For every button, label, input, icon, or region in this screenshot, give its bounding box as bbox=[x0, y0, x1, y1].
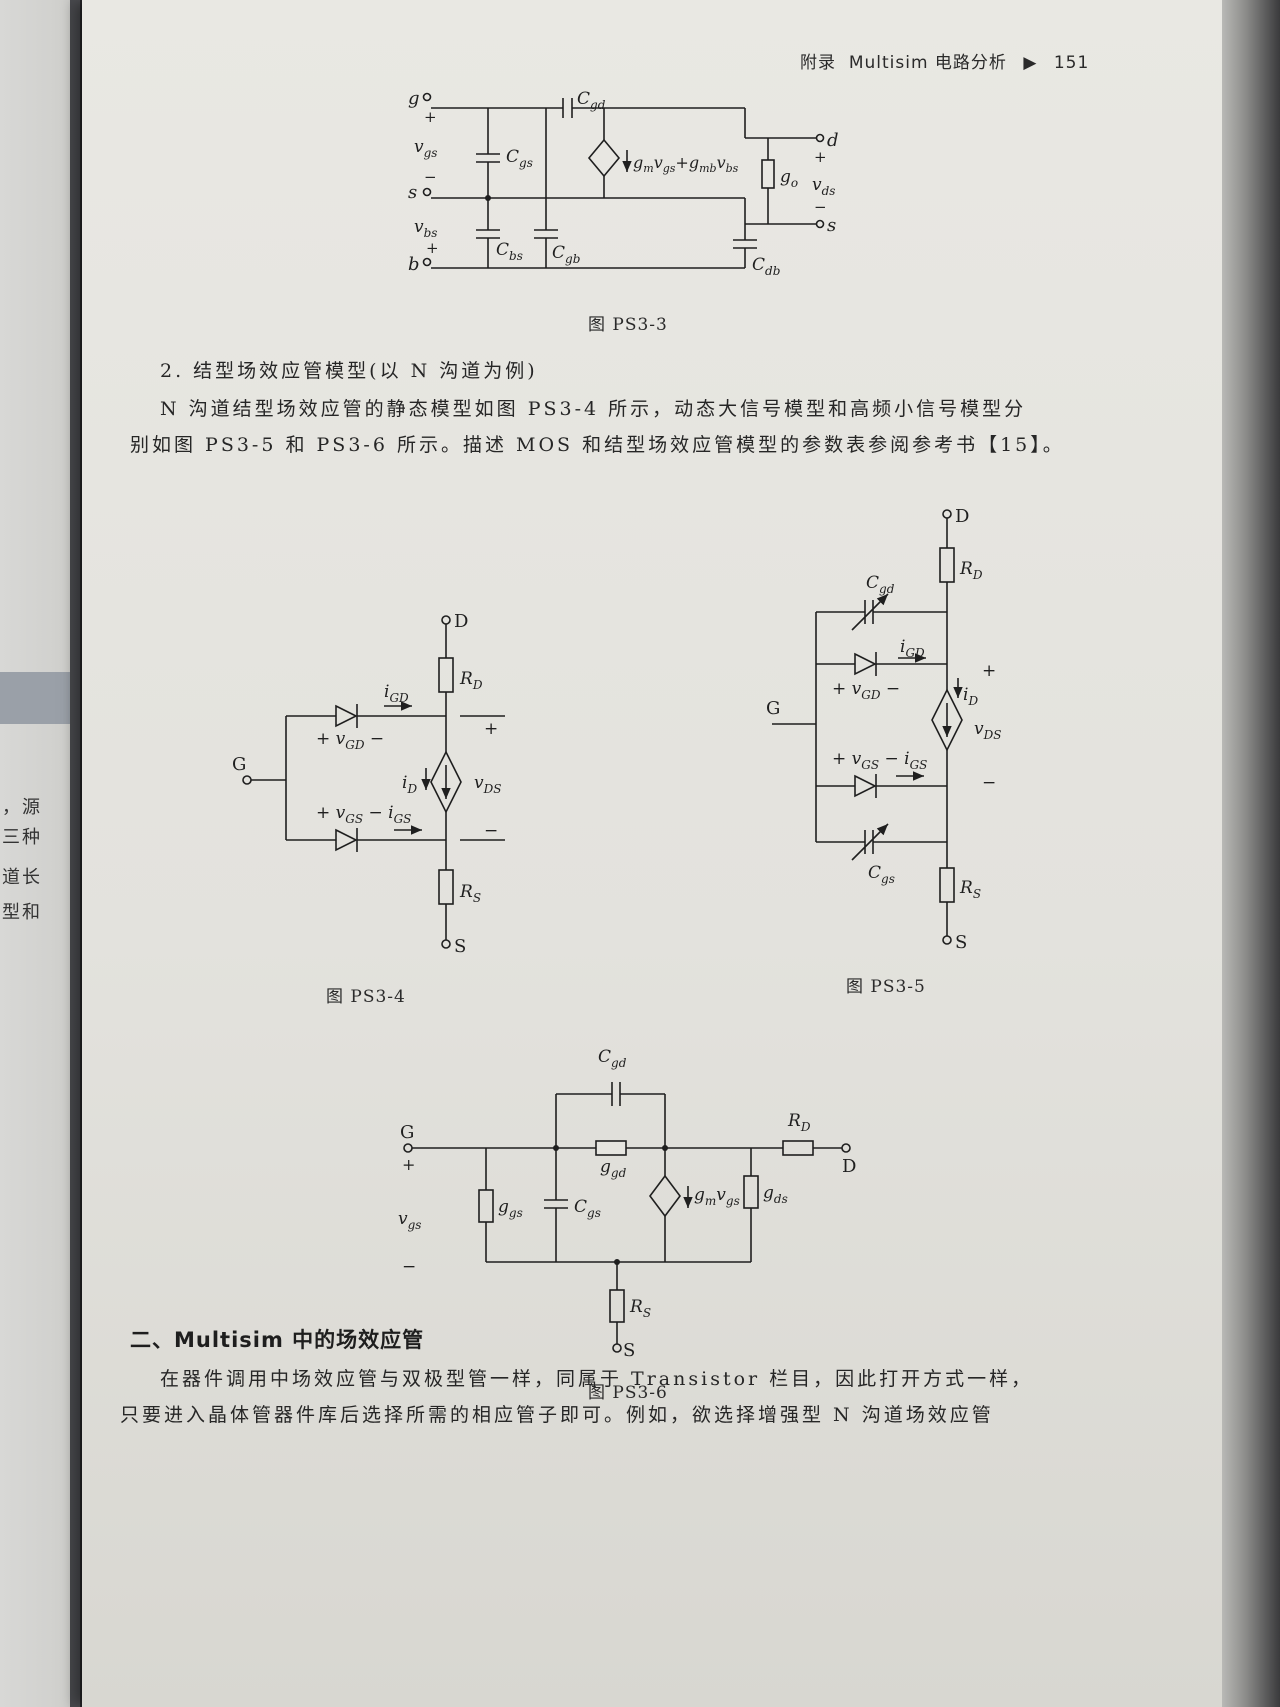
svg-text:gmvgs+gmbvbs: gmvgs+gmbvbs bbox=[633, 153, 739, 175]
svg-text:Cgs: Cgs bbox=[868, 863, 895, 886]
svg-text:Cgd: Cgd bbox=[866, 573, 895, 596]
part-heading: 二、Multisim 中的场效应管 bbox=[130, 1328, 425, 1352]
svg-text:RD: RD bbox=[959, 559, 983, 582]
svg-text:RD: RD bbox=[459, 669, 483, 692]
svg-text:iD: iD bbox=[402, 773, 417, 796]
svg-text:Cgd: Cgd bbox=[598, 1047, 627, 1070]
figure-ps3-3: g + vgs − s vbs + b d + vds − s Cgd Cgs bbox=[408, 88, 839, 278]
page-tab-band bbox=[0, 672, 70, 724]
svg-text:+: + bbox=[426, 239, 439, 257]
svg-text:D: D bbox=[842, 1156, 856, 1177]
svg-text:Cgd: Cgd bbox=[577, 89, 606, 112]
figure-caption-ps3-3: 图 PS3-3 bbox=[588, 315, 668, 335]
left-page-fragment: 三种 bbox=[2, 827, 42, 848]
body-line: 别如图 PS3-5 和 PS3-6 所示。描述 MOS 和结型场效应管模型的参数… bbox=[130, 434, 1065, 456]
svg-text:+ vGS − iGS: + vGS − iGS bbox=[832, 749, 927, 772]
svg-text:−: − bbox=[402, 1257, 416, 1277]
svg-text:gmvgs: gmvgs bbox=[694, 1185, 740, 1208]
svg-text:iGD: iGD bbox=[384, 682, 409, 705]
svg-text:s: s bbox=[827, 215, 836, 236]
book-page bbox=[82, 0, 1222, 1707]
left-page-fragment: 道长 bbox=[2, 867, 42, 888]
svg-text:+ vGD −: + vGD − bbox=[832, 679, 900, 702]
svg-text:s: s bbox=[408, 182, 417, 203]
body-line: 只要进入晶体管器件库后选择所需的相应管子即可。例如，欲选择增强型 N 沟道场效应… bbox=[120, 1404, 994, 1426]
svg-text:Cgs: Cgs bbox=[574, 1197, 601, 1220]
figure-caption-ps3-6: 图 PS3-6 bbox=[588, 1383, 668, 1403]
svg-text:Cgs: Cgs bbox=[506, 147, 533, 170]
svg-text:ggs: ggs bbox=[498, 1197, 523, 1220]
figure-ps3-4: D RD iD RS S G iGD + vGD − + vGS − iGS bbox=[232, 611, 505, 957]
svg-text:+: + bbox=[814, 148, 827, 166]
running-head-section: 附录 bbox=[800, 53, 836, 73]
svg-text:vds: vds bbox=[812, 175, 835, 198]
svg-text:+: + bbox=[424, 108, 437, 126]
section-heading-jfet: 2. 结型场效应管模型(以 N 沟道为例) bbox=[160, 360, 538, 382]
figure-ps3-6: G + vgs − D RD Cgd ggd ggs Cgs bbox=[398, 1047, 856, 1361]
left-page-fragment: ，源 bbox=[2, 797, 42, 818]
svg-text:vgs: vgs bbox=[398, 1209, 421, 1232]
svg-text:vbs: vbs bbox=[414, 217, 437, 240]
svg-text:gds: gds bbox=[763, 1183, 788, 1206]
svg-text:S: S bbox=[623, 1340, 635, 1361]
svg-text:b: b bbox=[408, 254, 420, 275]
svg-text:G: G bbox=[400, 1122, 414, 1143]
svg-text:D: D bbox=[955, 506, 969, 527]
svg-text:Cgb: Cgb bbox=[552, 243, 580, 266]
svg-text:S: S bbox=[955, 932, 967, 953]
running-head-title: Multisim 电路分析 bbox=[848, 53, 1007, 73]
svg-text:+ vGD −: + vGD − bbox=[316, 729, 384, 752]
svg-text:G: G bbox=[232, 754, 246, 775]
svg-text:−: − bbox=[814, 198, 827, 216]
svg-text:RS: RS bbox=[459, 882, 481, 905]
svg-text:RS: RS bbox=[959, 878, 981, 901]
svg-text:vgs: vgs bbox=[414, 137, 437, 160]
svg-text:go: go bbox=[780, 167, 798, 190]
left-page-edge: ，源 三种 道长 型和 bbox=[0, 0, 70, 1707]
svg-text:G: G bbox=[766, 698, 780, 719]
figure-caption-ps3-5: 图 PS3-5 bbox=[846, 977, 926, 997]
svg-text:iD: iD bbox=[963, 685, 978, 708]
figure-caption-ps3-4: 图 PS3-4 bbox=[326, 987, 406, 1007]
svg-text:−: − bbox=[484, 821, 498, 841]
running-head: 附录 Multisim 电路分析 ▶ 151 bbox=[800, 48, 1089, 73]
svg-text:−: − bbox=[982, 773, 996, 793]
svg-text:ggd: ggd bbox=[600, 1157, 627, 1180]
svg-text:Cdb: Cdb bbox=[752, 255, 780, 278]
running-head-marker: ▶ bbox=[1023, 53, 1038, 73]
svg-text:+: + bbox=[982, 661, 996, 681]
svg-text:iGD: iGD bbox=[900, 637, 925, 660]
svg-text:Cbs: Cbs bbox=[496, 240, 523, 263]
svg-text:−: − bbox=[424, 168, 437, 186]
body-line: N 沟道结型场效应管的静态模型如图 PS3-4 所示，动态大信号模型和高频小信号… bbox=[160, 398, 1027, 420]
svg-text:+: + bbox=[484, 719, 498, 739]
right-page-stack bbox=[1222, 0, 1280, 1707]
svg-text:RD: RD bbox=[787, 1111, 811, 1134]
svg-text:vDS: vDS bbox=[474, 773, 501, 796]
svg-text:+ vGS − iGS: + vGS − iGS bbox=[316, 803, 411, 826]
svg-text:vDS: vDS bbox=[974, 719, 1001, 742]
svg-text:+: + bbox=[402, 1155, 415, 1174]
svg-text:d: d bbox=[827, 130, 839, 151]
svg-text:D: D bbox=[454, 611, 468, 632]
left-page-fragment: 型和 bbox=[2, 902, 42, 923]
page-number: 151 bbox=[1053, 53, 1090, 73]
figure-ps3-5: D RD iD + vDS − RS S G Cgd iGD bbox=[766, 506, 1001, 953]
body-line: 在器件调用中场效应管与双极型管一样，同属于 Transistor 栏目，因此打开… bbox=[160, 1368, 1034, 1390]
svg-text:RS: RS bbox=[629, 1297, 651, 1320]
svg-text:S: S bbox=[454, 936, 466, 957]
svg-text:g: g bbox=[408, 88, 420, 109]
